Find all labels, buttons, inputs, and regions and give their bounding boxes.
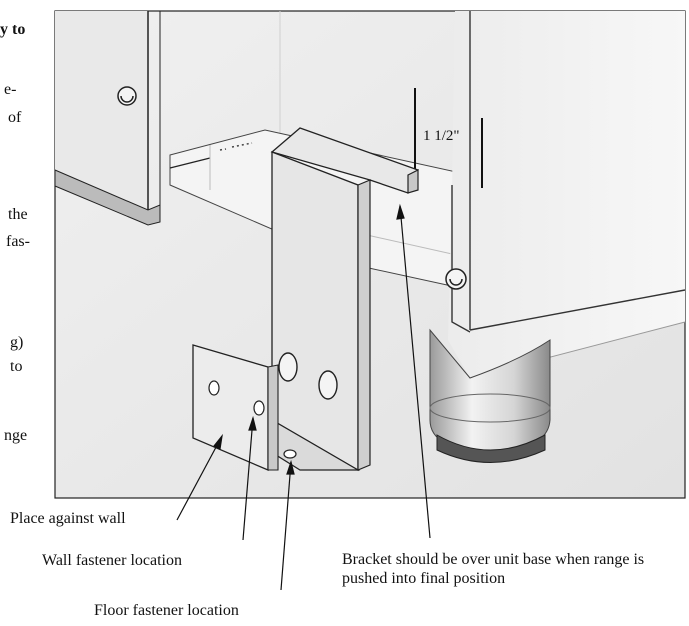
callout-leaders — [176, 203, 431, 591]
leveling-foot — [429, 328, 551, 463]
bracket-hole — [278, 352, 298, 382]
cropped-text-fragment: of — [8, 109, 22, 126]
caption-wall-fastener: Wall fastener location — [42, 552, 182, 569]
floor-fastener-hole — [283, 449, 297, 459]
wall-bracket — [192, 127, 419, 472]
wall-fastener-hole — [253, 400, 265, 416]
cropped-text-fragment: y to — [0, 21, 26, 38]
caption-place-against-wall: Place against wall — [10, 510, 126, 527]
range-unit-body — [445, 11, 686, 379]
cropped-text-fragment: e- — [4, 81, 17, 98]
cropped-text-fragment: to — [10, 358, 23, 375]
caption-floor-fastener: Floor fastener location — [94, 602, 239, 619]
bracket-hole — [318, 370, 338, 400]
dimension-marker — [414, 88, 483, 188]
unit-screw-icon — [445, 268, 467, 290]
cropped-text-fragment: fas- — [6, 233, 30, 250]
cropped-text-fragment: nge — [4, 427, 28, 444]
dimension-label: 1 1/2" — [423, 128, 460, 144]
cropped-text-fragment: the — [8, 206, 28, 223]
wall-fastener-hole — [208, 380, 220, 396]
cropped-text-fragment: g) — [10, 334, 24, 351]
caption-bracket-over-base: Bracket should be over unit base when ra… — [342, 551, 645, 587]
left-panel — [54, 11, 161, 226]
